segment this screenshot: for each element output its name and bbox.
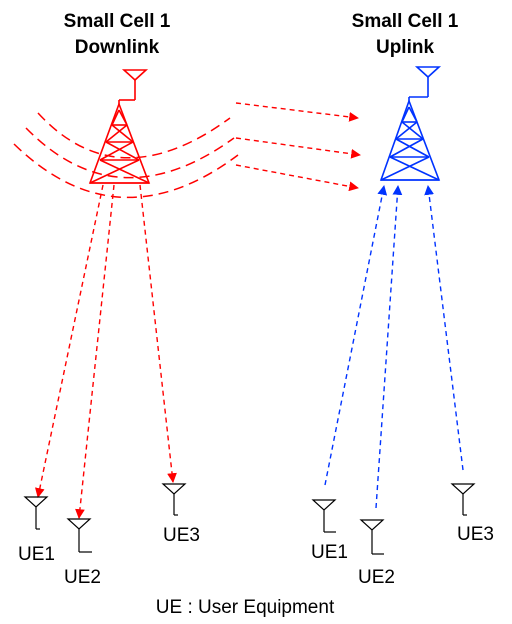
- downlink-ue1-label: UE1: [18, 544, 55, 565]
- ue-antenna-icon: [311, 499, 337, 533]
- downlink-ue3-label: UE3: [163, 525, 200, 546]
- downlink-ue-arrows: [35, 184, 177, 519]
- ue-antenna-icon: [23, 496, 49, 530]
- downlink-tower-icon: [88, 69, 151, 184]
- ue-antenna-icon: [359, 519, 385, 555]
- downlink-broadcast-arcs: [13, 112, 239, 199]
- downlink-to-uplink-arrows: [235, 102, 361, 192]
- downlink-ue2-label: UE2: [64, 567, 101, 588]
- uplink-ue1-label: UE1: [311, 542, 348, 563]
- uplink-ue2-label: UE2: [358, 567, 395, 588]
- downlink-title-line1: Small Cell 1: [64, 11, 171, 32]
- uplink-tower-icon: [379, 66, 442, 181]
- downlink-title-line2: Downlink: [75, 37, 160, 58]
- uplink-title-line1: Small Cell 1: [352, 11, 459, 32]
- uplink-ue3-label: UE3: [457, 524, 494, 545]
- ue-antenna-icon: [450, 483, 476, 516]
- uplink-ue-arrows: [324, 185, 464, 509]
- diagram-caption: UE : User Equipment: [156, 597, 335, 618]
- ue-antenna-icon: [161, 483, 187, 516]
- uplink-title-line2: Uplink: [376, 37, 434, 58]
- ue-antenna-icon: [66, 518, 92, 553]
